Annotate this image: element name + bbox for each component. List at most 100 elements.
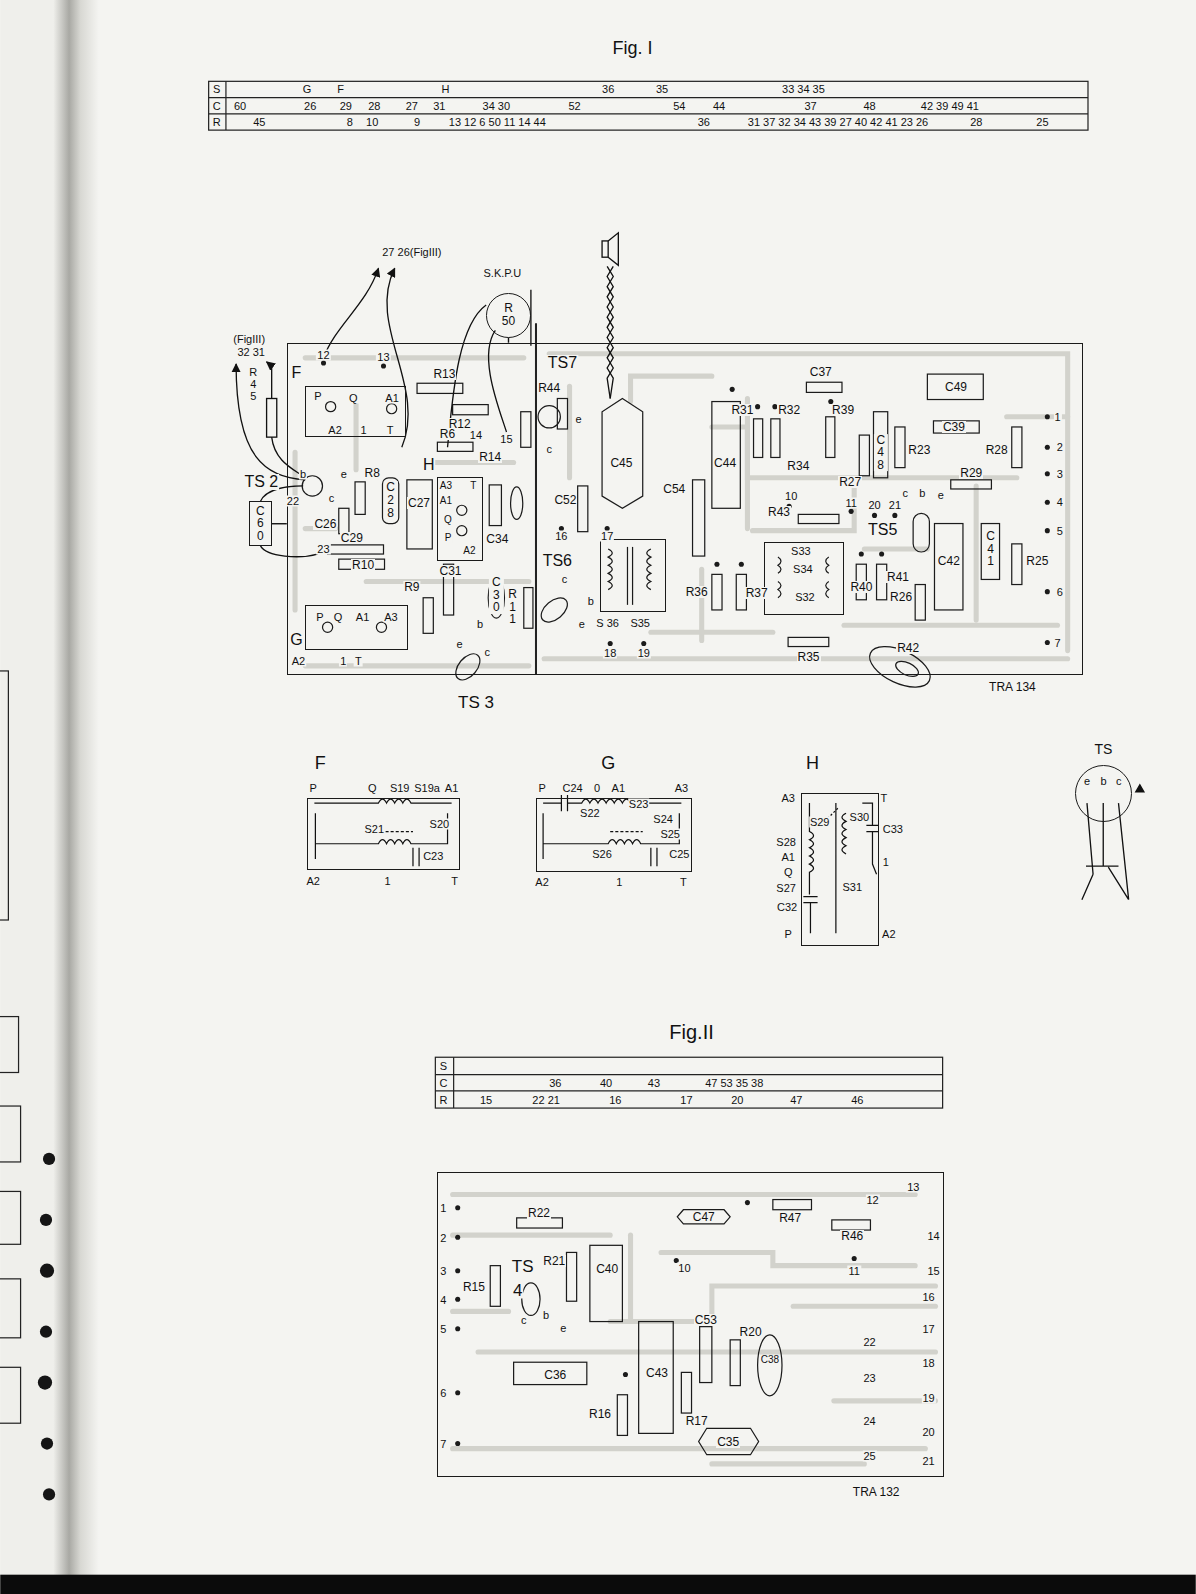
node-text: C 60 [253, 505, 267, 543]
component-label: 17 [600, 530, 614, 541]
node-text: T [354, 655, 363, 666]
node-text: T [450, 875, 459, 886]
component-label: 16 [554, 530, 568, 541]
coil-detail: FPQS19S19aA1S21S20C23A21T [307, 798, 460, 869]
node-text: 0 [593, 783, 601, 794]
component-label: C53 [694, 1314, 718, 1326]
component-label: b [918, 488, 926, 499]
node-text: H [805, 754, 820, 772]
node-text: 1 [882, 857, 890, 868]
component-label: 10 [677, 1263, 691, 1274]
table-cell: F [336, 84, 345, 95]
component-label: C34 [485, 533, 509, 545]
table-cell: 44 [712, 100, 726, 111]
figure-title: Fig.II [668, 1022, 714, 1042]
node-text: P [784, 928, 793, 939]
coil-module: FPQA1A21T [305, 386, 407, 437]
component-label: C52 [553, 494, 577, 506]
component-label: 13 [906, 1181, 920, 1192]
component-label: R 11 [505, 588, 519, 626]
component-label: 20 [921, 1426, 935, 1437]
node-text: H [422, 457, 436, 473]
component-label: 23 [862, 1373, 876, 1384]
component-label: C37 [809, 366, 833, 378]
node-text: c [1115, 776, 1123, 787]
table-cell: 43 [647, 1078, 661, 1089]
component-label: C44 [713, 457, 737, 469]
component-label: C35 [716, 1436, 740, 1448]
component-label: R14 [478, 451, 502, 463]
component-label: R28 [985, 444, 1009, 456]
node-text: A2 [305, 875, 320, 886]
coil-module: GPQA1A3A21T [305, 605, 409, 651]
component-label: R46 [840, 1230, 864, 1242]
node-text: P [444, 533, 453, 543]
wire-connector [272, 523, 287, 524]
component-label: C31 [439, 565, 463, 577]
component-label: C45 [609, 457, 633, 469]
table-cell: 20 [730, 1095, 744, 1106]
component-label: e [575, 414, 583, 425]
transistor-pinout: TSebc [1075, 765, 1132, 822]
component-label: R41 [886, 571, 910, 583]
coil-detail: GPC240A1A3S22S23S24S26S25C25A21T [536, 798, 692, 871]
component-label: C47 [692, 1211, 716, 1223]
component-label: R25 [1025, 555, 1049, 567]
table-cell: 31 37 32 34 43 39 27 40 42 41 23 26 [747, 117, 929, 128]
component-label: R13 [432, 368, 456, 380]
component-label: 4 [512, 1281, 523, 1298]
node-text: b [1099, 776, 1107, 787]
table-cell: 26 [303, 100, 317, 111]
component-label: 21 [921, 1456, 935, 1467]
node-text: S24 [652, 813, 674, 824]
component-label: c [520, 1315, 528, 1326]
pin-number: 2 [1056, 442, 1064, 453]
node-text: Q [783, 866, 794, 877]
component-label: 15 [926, 1266, 940, 1277]
component-label: R42 [896, 642, 920, 654]
node-text: C32 [776, 902, 798, 913]
table-cell: 45 [252, 117, 266, 128]
node-text: S31 [841, 881, 863, 892]
component-label: c [328, 493, 336, 504]
component-label: C29 [340, 532, 364, 544]
component-label: 14 [469, 430, 483, 441]
table-cell: 36 [548, 1078, 562, 1089]
transformer-block: S33S34S32 [764, 542, 843, 615]
node-text: S32 [794, 592, 816, 603]
component-label: R15 [462, 1281, 486, 1293]
component-label: C 28 [383, 481, 397, 519]
component-label: R32 [777, 404, 801, 416]
node-text: S19a [413, 783, 441, 794]
node-text: S 36 [595, 617, 620, 628]
node-text: C25 [668, 849, 690, 860]
component-label: C 30 [489, 576, 503, 614]
component-label: e [559, 1323, 567, 1334]
component-label: R29 [959, 467, 983, 479]
component-label: b [476, 619, 484, 630]
node-text: R 50 [500, 303, 516, 328]
node-text: C23 [422, 851, 444, 862]
component-label: c [901, 488, 909, 499]
component-label: 22 [286, 496, 300, 507]
node-text: 1 [360, 424, 368, 435]
node-text: A3 [439, 481, 453, 491]
component-label: R26 [889, 591, 913, 603]
component-label: C27 [407, 497, 431, 509]
node-text: S26 [591, 849, 613, 860]
table-cell: R [212, 117, 222, 128]
table-cell: 15 [479, 1095, 493, 1106]
component-label: C49 [944, 381, 968, 393]
node-text: C33 [882, 823, 904, 834]
pin-number: 7 [439, 1439, 447, 1450]
component-label: 11 [845, 498, 858, 509]
component-label: 19 [637, 647, 651, 658]
table-cell: G [302, 84, 313, 95]
table-cell: C [212, 100, 222, 111]
node-text: S23 [628, 799, 650, 810]
node-text: A1 [444, 783, 459, 794]
pin-number: 4 [439, 1294, 447, 1305]
table-cell: 60 [233, 100, 247, 111]
node-text: S25 [659, 828, 681, 839]
coil-module: HA3TA1QPA2 [437, 477, 483, 560]
